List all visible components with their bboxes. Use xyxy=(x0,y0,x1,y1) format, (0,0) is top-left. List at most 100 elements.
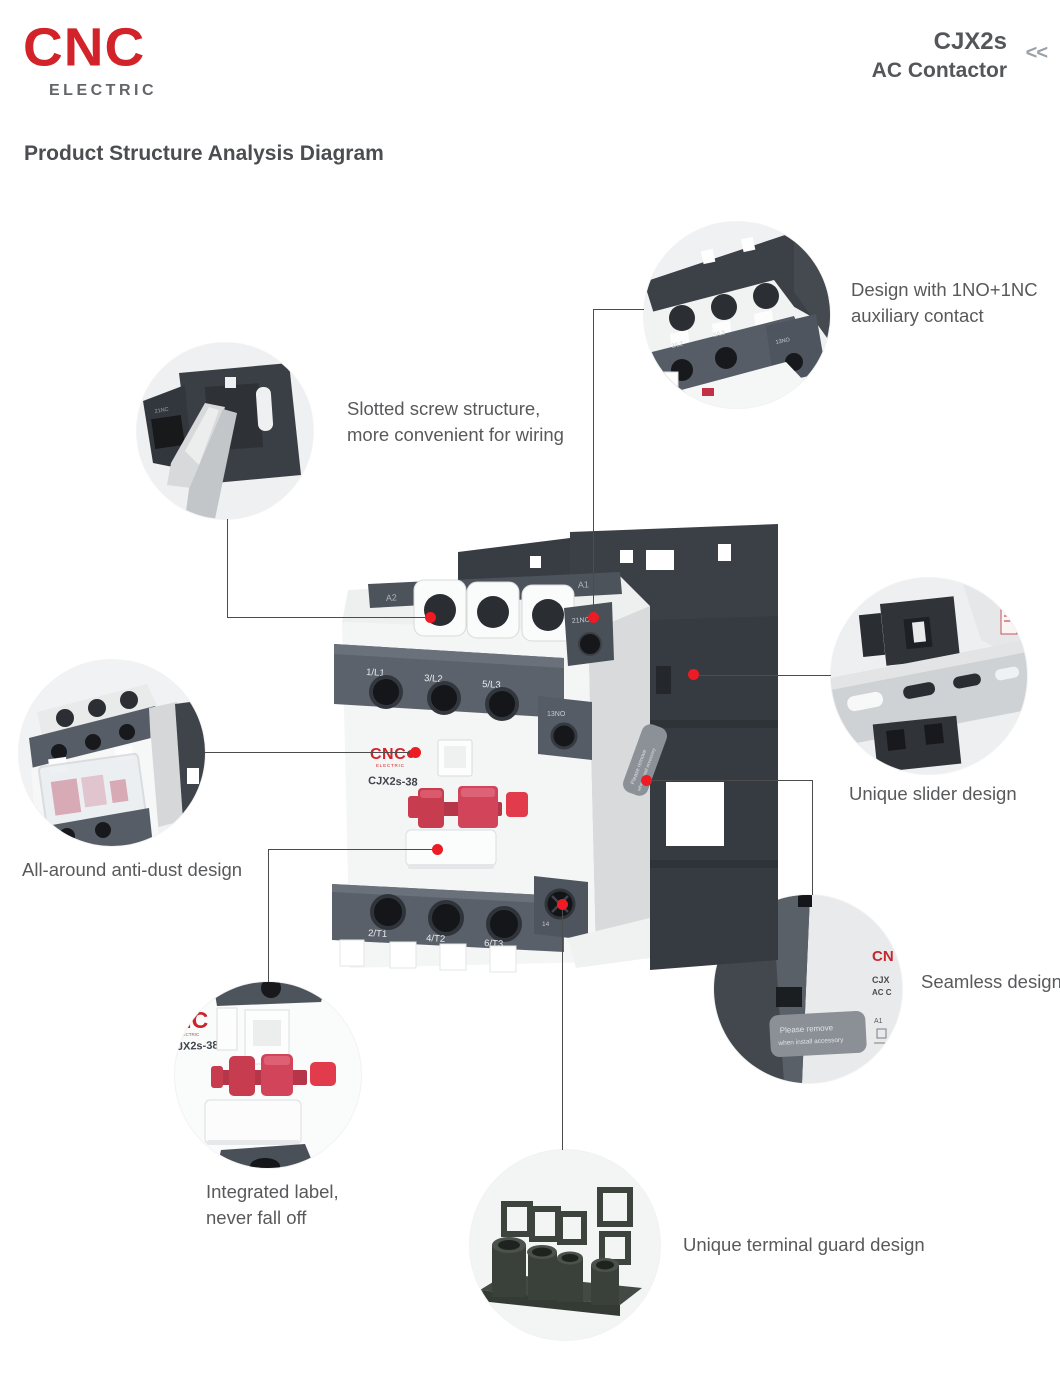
aux-terminal-21nc: 21NC xyxy=(564,602,614,666)
header-model: CJX2s xyxy=(933,28,1007,55)
slider-photo-bottom-clip xyxy=(872,715,962,773)
aux-circle-label-5l3: 5/L3 xyxy=(713,330,726,339)
red-indicator-button xyxy=(506,792,528,817)
connector-screw-horizontal xyxy=(227,617,431,618)
callout-circle-terminal-guard xyxy=(470,1150,660,1340)
marker-dot-guard xyxy=(557,899,568,910)
seamless-model-text: CJX xyxy=(872,975,890,985)
label-photo-top-strip xyxy=(213,982,327,1006)
coil-mark-a2: A2 xyxy=(386,592,398,603)
callout-circle-slider xyxy=(831,578,1027,774)
guard-photo-cups xyxy=(492,1237,619,1305)
terminal-label-1l1: 1/L1 xyxy=(366,667,385,679)
brand-logo: CNC xyxy=(23,16,146,78)
terminal-label-3l2: 3/L2 xyxy=(424,673,443,685)
marker-dot-seamless xyxy=(641,775,652,786)
marker-dot-slider xyxy=(688,669,699,680)
chevrons-icon: << xyxy=(1025,42,1048,64)
top-terminal-strip: 1/L1 3/L2 5/L3 xyxy=(334,644,564,721)
callout-label-label-line1: Integrated label, xyxy=(206,1181,339,1202)
callout-label-anti-dust: All-around anti-dust design xyxy=(22,857,242,883)
screw-photo-gray-wedge xyxy=(167,403,237,519)
aux-circle-label-13no: 13NO xyxy=(775,337,791,346)
callout-label-label-line2: never fall off xyxy=(206,1207,307,1228)
connector-label-horizontal xyxy=(268,849,437,850)
connector-screw-vertical xyxy=(227,519,228,618)
seamless-name-text: AC C xyxy=(872,988,892,997)
brand-logo-sub: ELECTRIC xyxy=(49,82,157,99)
connector-seamless-vertical xyxy=(812,780,813,895)
dust-photo-front xyxy=(31,738,159,846)
callout-circle-integrated-label: NC ELECTRIC JX2s-38 xyxy=(175,982,361,1168)
lever-mechanism xyxy=(405,739,528,869)
callout-label-aux-contact: Design with 1NO+1NC auxiliary contact xyxy=(851,277,1038,329)
dust-photo-top xyxy=(29,684,165,770)
product-brand-text: CNC xyxy=(370,746,406,763)
header-product-name: AC Contactor xyxy=(871,59,1007,82)
connector-dust-horizontal xyxy=(205,752,415,753)
seamless-note-line2: when install accessory xyxy=(777,1037,844,1047)
front-face-print: CNC ELECTRIC CJX2s-38 xyxy=(368,746,418,789)
marker-dot-label xyxy=(432,844,443,855)
seamless-photo-print: CN CJX AC C A1 xyxy=(872,948,894,1044)
connector-label-vertical xyxy=(268,849,269,982)
terminal-label-21nc: 21NC xyxy=(572,617,590,625)
label-brand-sub-text: ELECTRIC xyxy=(177,1032,200,1037)
callout-label-screw-line2: more convenient for wiring xyxy=(347,424,564,445)
seamless-brand-text: CN xyxy=(872,948,894,965)
mounting-backplate xyxy=(458,524,778,970)
terminal-label-6t3: 6/T3 xyxy=(484,938,504,950)
connector-aux-vertical xyxy=(593,309,594,617)
label-photo-bottom xyxy=(217,1144,315,1168)
terminal-label-14: 14 xyxy=(542,921,550,928)
label-photo-mechanism xyxy=(204,1007,336,1145)
seamless-note-line1: Please remove xyxy=(780,1023,834,1035)
product-illustration: A2 A1 21NC 1/L1 3/L2 5/L3 xyxy=(332,524,778,973)
label-slider xyxy=(405,829,497,867)
page-title: Product Structure Analysis Diagram xyxy=(24,142,384,165)
label-brand-text: NC xyxy=(175,1007,208,1033)
aux-circle-label-3l2: 3/L2 xyxy=(671,341,684,350)
callout-label-screw-line1: Slotted screw structure, xyxy=(347,398,541,419)
din-rail xyxy=(831,640,1027,748)
callout-label-integrated-label: Integrated label, never fall off xyxy=(206,1179,339,1231)
callout-label-guard-line1: Unique terminal guard design xyxy=(683,1234,925,1255)
connector-guard-vertical xyxy=(562,904,563,1150)
connector-aux-horizontal xyxy=(593,309,644,310)
guard-photo-frames xyxy=(501,1187,633,1265)
marker-dot-aux xyxy=(588,612,599,623)
connector-slider-horizontal xyxy=(693,675,831,676)
callout-label-seamless: Seamless design xyxy=(921,969,1060,995)
label-model-text: JX2s-38 xyxy=(177,1040,219,1053)
callout-label-slider: Unique slider design xyxy=(849,781,1017,807)
marker-dot-screw xyxy=(425,612,436,623)
top-terminal-towers xyxy=(413,579,575,642)
terminal-label-13no: 13NO xyxy=(547,711,566,718)
bottom-feet xyxy=(339,918,650,973)
terminal-label-4t2: 4/T2 xyxy=(426,933,446,945)
terminal-label-2t1: 2/T1 xyxy=(368,928,388,940)
seamless-a1-text: A1 xyxy=(874,1018,883,1025)
product-model-text: CJX2s-38 xyxy=(368,775,418,789)
callout-label-seamless-line1: Seamless design xyxy=(921,971,1060,992)
seamless-note-pill: Please remove when install accessory xyxy=(769,1010,867,1058)
screw-circle-terminal-label: 21NC xyxy=(154,407,169,415)
terminal-label-5l3: 5/L3 xyxy=(482,679,501,691)
callout-label-aux-line2: auxiliary contact xyxy=(851,305,984,326)
callout-circle-slotted-screw: 21NC xyxy=(137,343,313,519)
slider-photo-top-clip xyxy=(858,596,961,666)
dust-photo-side xyxy=(149,700,205,828)
callout-circle-anti-dust xyxy=(19,660,205,846)
marker-dot-dust xyxy=(410,747,421,758)
callout-label-slotted-screw: Slotted screw structure, more convenient… xyxy=(347,396,564,448)
callout-circle-aux-contact: 3/L2 5/L3 13NO xyxy=(644,222,830,408)
product-brand-sub-text: ELECTRIC xyxy=(376,763,405,768)
connector-seamless-horizontal xyxy=(646,780,812,781)
aux-terminal-13no: 13NO xyxy=(538,696,592,760)
coil-mark-a1: A1 xyxy=(578,579,590,590)
callout-label-dust-line1: All-around anti-dust design xyxy=(22,859,243,880)
bottom-terminal-strip: 2/T1 4/T2 6/T3 xyxy=(332,884,564,952)
callout-label-slider-line1: Unique slider design xyxy=(849,783,1017,804)
callout-label-aux-line1: Design with 1NO+1NC xyxy=(851,279,1038,300)
